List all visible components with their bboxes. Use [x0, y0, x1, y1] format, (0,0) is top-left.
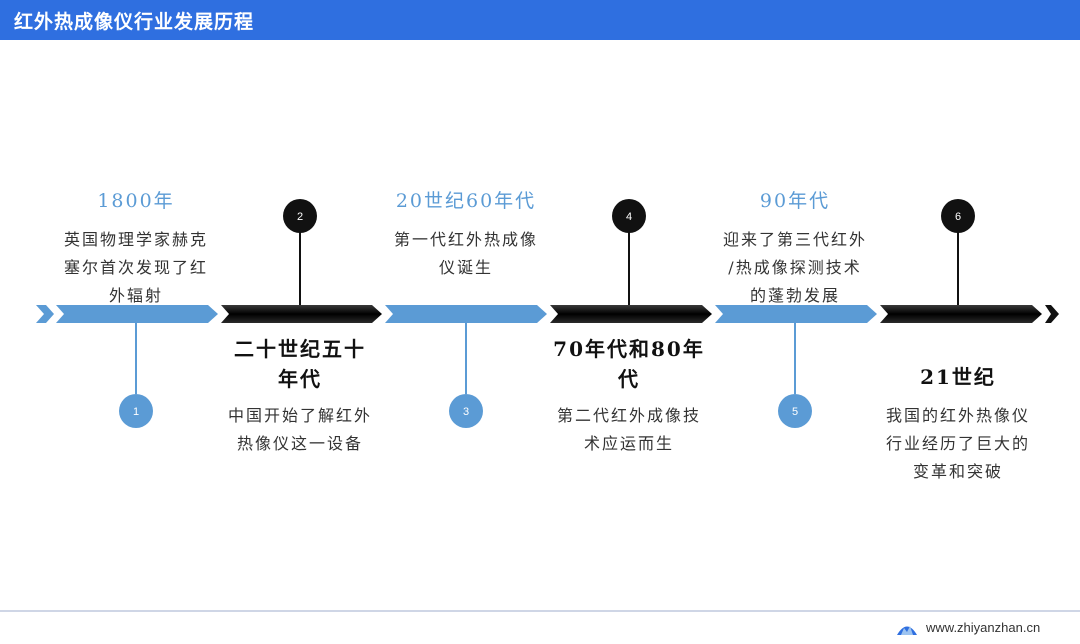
milestone-4-desc-line: 第二代红外成像技: [556, 406, 701, 425]
milestone-2-desc-line: 中国开始了解红外: [227, 406, 372, 425]
svg-text:5: 5: [792, 406, 798, 418]
milestone-marker-3: 3: [449, 394, 483, 428]
timeline-start-chevron: [36, 305, 54, 323]
milestone-5-desc-line: /热成像探测技术: [728, 258, 862, 277]
milestone-marker-5: 5: [778, 394, 812, 428]
milestone-4-year-line: 代: [618, 367, 640, 391]
svg-text:4: 4: [626, 211, 632, 223]
milestone-6-desc-line: 行业经历了巨大的: [885, 434, 1030, 453]
milestone-1-description: 英国物理学家赫克 塞尔首次发现了红 外辐射: [46, 226, 226, 310]
milestone-marker-6: 6: [941, 199, 975, 233]
milestone-2-year: 二十世纪五十 年代: [210, 334, 390, 394]
milestone-5-year: 90年代: [759, 190, 831, 212]
milestone-6-desc-line: 我国的红外热像仪: [885, 406, 1030, 425]
footer-divider: [0, 610, 1080, 612]
svg-text:3: 3: [463, 406, 469, 418]
milestone-6-description: 我国的红外热像仪 行业经历了巨大的 变革和突破: [868, 402, 1048, 486]
milestone-5-description: 迎来了第三代红外 /热成像探测技术 的蓬勃发展: [705, 226, 885, 310]
milestone-4-desc-line: 术应运而生: [583, 434, 674, 453]
svg-text:2: 2: [297, 211, 303, 223]
milestone-6-year: 21世纪: [868, 362, 1048, 392]
zhiyanzhan-logo-icon: [897, 626, 917, 635]
milestone-2-desc-line: 热像仪这一设备: [236, 434, 363, 453]
timeline-end-chevron: [1045, 305, 1059, 323]
milestone-6-desc-line: 变革和突破: [912, 462, 1003, 481]
milestone-1-desc-line: 塞尔首次发现了红: [63, 258, 208, 277]
timeline-segment-6: [880, 305, 1042, 323]
milestone-4-description: 第二代红外成像技 术应运而生: [539, 402, 719, 458]
timeline-segment-1: [56, 305, 218, 323]
footer-url[interactable]: www.zhiyanzhan.cn: [926, 620, 1041, 635]
milestone-1-desc-line: 英国物理学家赫克: [63, 230, 208, 249]
page-title: 红外热成像仪行业发展历程: [14, 11, 255, 33]
milestone-marker-1: 1: [119, 394, 153, 428]
milestone-5-desc-line: 的蓬勃发展: [749, 286, 840, 305]
timeline-segment-3: [385, 305, 547, 323]
milestone-4-year: 70年代和80年 代: [539, 334, 719, 394]
milestone-3-desc-line: 仪诞生: [438, 258, 493, 277]
timeline-segment-5: [715, 305, 877, 323]
milestone-2-year-line: 年代: [278, 367, 322, 391]
milestone-1-year: 1800年: [97, 190, 175, 212]
milestone-marker-2: 2: [283, 199, 317, 233]
milestone-3-desc-line: 第一代红外热成像: [393, 230, 538, 249]
milestone-3-year: 20世纪60年代: [395, 190, 537, 212]
milestone-2-year-line: 二十世纪五十: [234, 337, 366, 361]
svg-text:6: 6: [955, 211, 961, 223]
header-bar: 红外热成像仪行业发展历程: [0, 0, 1080, 40]
timeline-segment-4: [550, 305, 712, 323]
milestone-5-desc-line: 迎来了第三代红外: [722, 230, 867, 249]
milestone-4-year-line: 70年代和80年: [553, 337, 705, 361]
svg-text:1: 1: [133, 406, 139, 418]
milestone-2-description: 中国开始了解红外 热像仪这一设备: [210, 402, 390, 458]
milestone-6-year-line: 21世纪: [920, 365, 996, 389]
timeline-segment-2: [221, 305, 382, 323]
milestone-marker-4: 4: [612, 199, 646, 233]
milestone-1-desc-line: 外辐射: [108, 286, 163, 305]
milestone-3-description: 第一代红外热成像 仪诞生: [376, 226, 556, 282]
